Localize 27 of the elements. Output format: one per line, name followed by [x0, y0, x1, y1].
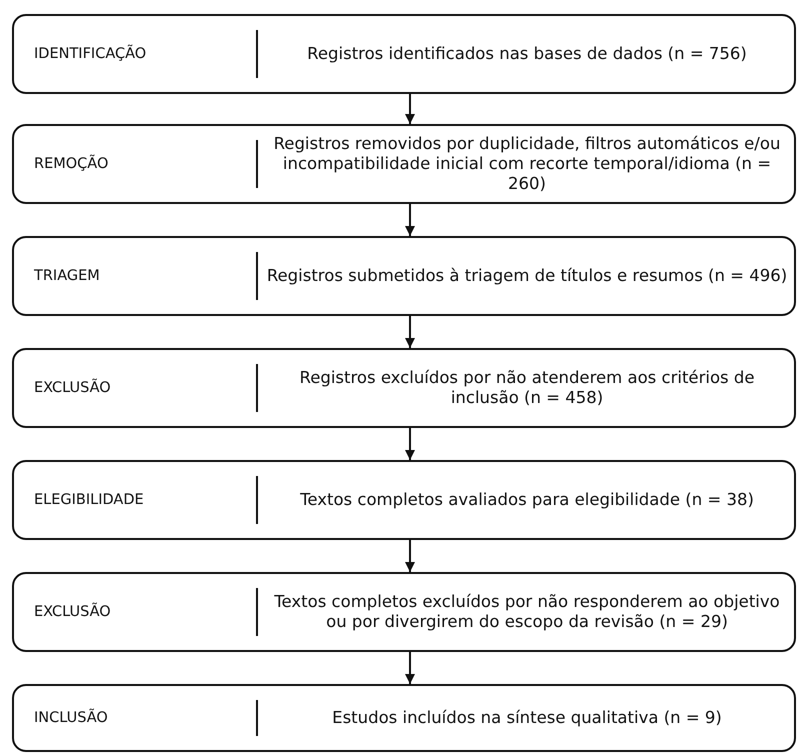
- stage-box: [12, 236, 796, 316]
- stage-box: [12, 572, 796, 652]
- stage-label: REMOÇÃO: [34, 156, 108, 172]
- stage-label: EXCLUSÃO: [34, 604, 111, 620]
- stage-description: Estudos incluídos na síntese qualitativa (n = 9): [332, 708, 722, 728]
- stage-description: Textos completos excluídos por não responderem ao objetivo ou por divergirem do escopo da revisão (n = 29): [273, 592, 781, 632]
- stage-box: [12, 348, 796, 428]
- stage-label: EXCLUSÃO: [34, 380, 111, 396]
- arrow: [405, 652, 415, 684]
- stage-label: TRIAGEM: [34, 268, 100, 284]
- stage-description: Registros submetidos à triagem de títulos e resumos (n = 496): [266, 266, 788, 286]
- stage-label: ELEGIBILIDADE: [34, 492, 144, 508]
- arrow: [405, 540, 415, 572]
- arrow: [405, 428, 415, 460]
- stage-description: Registros excluídos por não atenderem aos critérios de inclusão (n = 458): [298, 368, 756, 408]
- stage-box: [12, 684, 796, 752]
- arrow: [405, 94, 415, 124]
- arrow: [405, 316, 415, 348]
- stage-description: Registros identificados nas bases de dados (n = 756): [307, 44, 747, 64]
- stage-description: Registros removidos por duplicidade, filtros automáticos e/ou incompatibilidade inicial com recorte temporal/idioma (n = 260): [272, 134, 782, 194]
- stage-description: Textos completos avaliados para elegibilidade (n = 38): [300, 490, 754, 510]
- arrow: [405, 204, 415, 236]
- stage-box: [12, 124, 796, 204]
- stage-label: INCLUSÃO: [34, 710, 108, 726]
- stage-box: [12, 14, 796, 94]
- stage-label: IDENTIFICAÇÃO: [34, 46, 146, 62]
- stage-box: [12, 460, 796, 540]
